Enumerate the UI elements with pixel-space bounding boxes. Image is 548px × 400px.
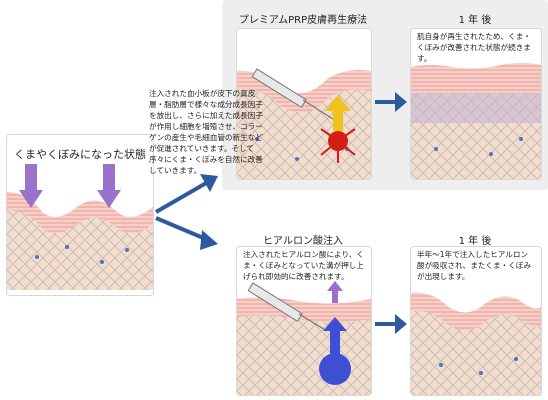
ha-description: 注入されたヒアルロン酸により、くま・くぼみとなっていた溝が押し上げられ即効的に改… (243, 250, 364, 281)
prp-after-title: 1 年 後 (458, 15, 492, 26)
ha-after-title: 1 年 後 (458, 236, 492, 247)
prp-after-skin-illustration (411, 63, 541, 179)
prp-description: 注入された血小板が皮下の真皮層・脂肪層で様々な成分成長因子を放出し、さらに加えた… (149, 89, 263, 175)
initial-state-label: くまやくぼみになった状態 (14, 148, 146, 161)
prp-to-after-arrow (375, 92, 407, 112)
prp-after-description: 肌自身が再生されたため、くま・くぼみが改善された状態が続きます。 (417, 32, 531, 63)
prp-after-card: 肌自身が再生されたため、くま・くぼみが改善された状態が続きます。 (410, 28, 542, 180)
ha-after-card: 半年〜1年で注入したヒアルロン酸が吸収され、またくま・くぼみが出現します。 (410, 246, 542, 396)
ha-after-skin-illustration (411, 292, 541, 395)
ha-card: 注入されたヒアルロン酸により、くま・くぼみとなっていた溝が押し上げられ即効的に改… (236, 246, 372, 396)
initial-state-card: くまやくぼみになった状態 (6, 134, 154, 296)
ha-after-description: 半年〜1年で注入したヒアルロン酸が吸収され、またくま・くぼみが出現します。 (417, 250, 531, 281)
ha-to-after-arrow (375, 314, 407, 334)
syringe-icon (251, 68, 334, 120)
prp-skin-illustration (237, 68, 371, 179)
prp-card (236, 28, 372, 180)
ha-skin-illustration (237, 281, 371, 395)
prp-title: プレミアムPRP皮膚再生療法 (238, 15, 368, 26)
syringe-icon (247, 282, 328, 332)
ha-title: ヒアルロン酸注入 (263, 236, 343, 247)
branch-arrows (155, 174, 218, 250)
initial-skin-illustration (7, 164, 153, 290)
